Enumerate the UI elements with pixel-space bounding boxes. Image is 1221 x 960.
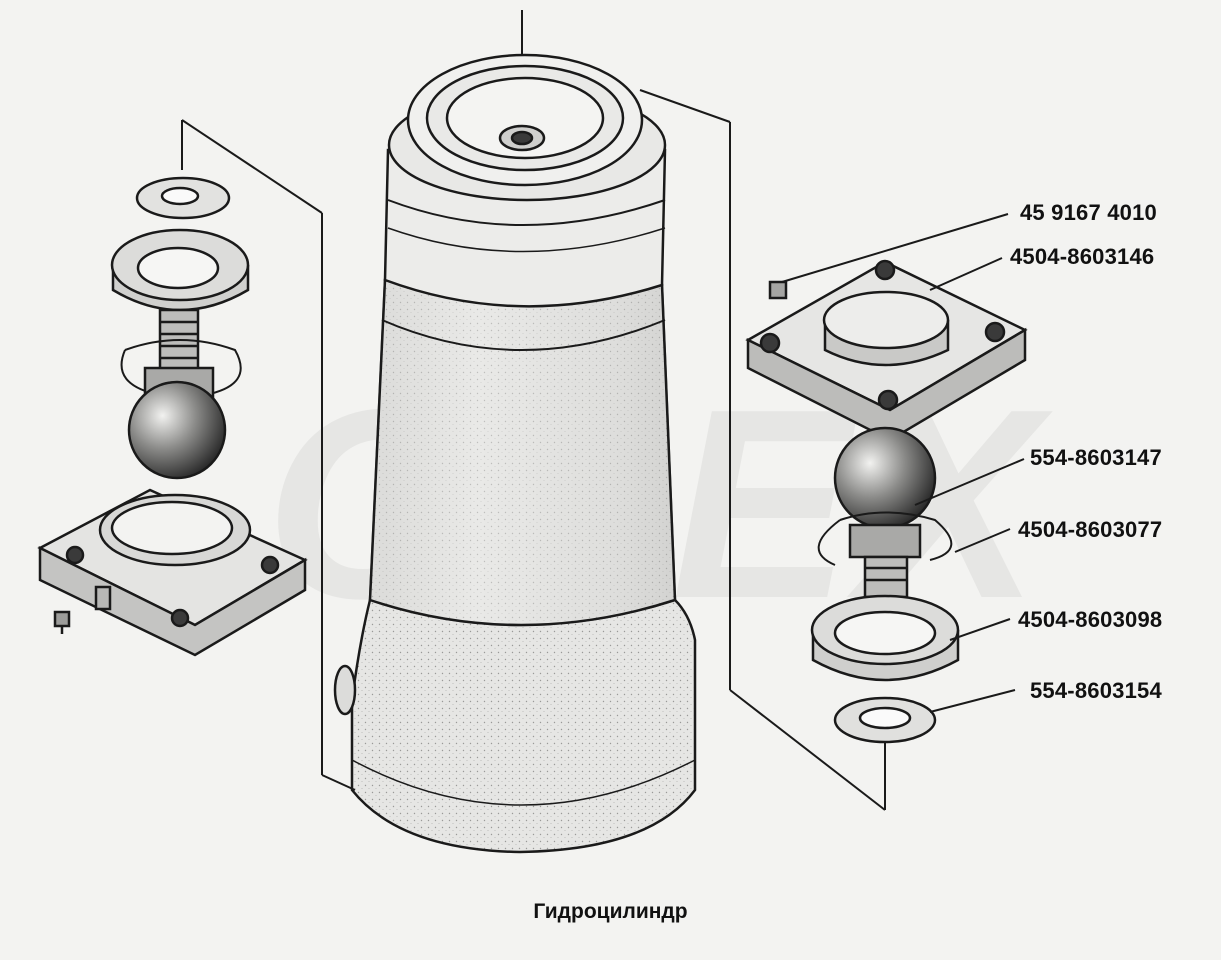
leader-lines xyxy=(781,213,1025,713)
callout-45-9167-4010: 45 9167 4010 xyxy=(1020,200,1157,225)
leader-line xyxy=(781,213,1009,283)
leader-line xyxy=(949,618,1011,641)
leader-line xyxy=(914,458,1025,506)
callout-4504-8603098: 4504-8603098 xyxy=(1018,607,1163,632)
diagram-caption: Гидроцилиндр xyxy=(533,900,688,923)
leader-line xyxy=(929,689,1016,713)
hydraulic-cylinder-icon xyxy=(333,10,697,854)
callout-4504-8603077: 4504-8603077 xyxy=(1018,517,1163,542)
callout-554-8603154: 554-8603154 xyxy=(1030,678,1162,703)
right-assembly-icon xyxy=(639,89,1028,811)
left-assembly-icon xyxy=(37,119,356,791)
leader-line xyxy=(929,257,1003,291)
callout-554-8603147: 554-8603147 xyxy=(1030,445,1162,470)
leader-line xyxy=(954,528,1011,553)
callout-4504-8603146: 4504-8603146 xyxy=(1010,244,1155,269)
